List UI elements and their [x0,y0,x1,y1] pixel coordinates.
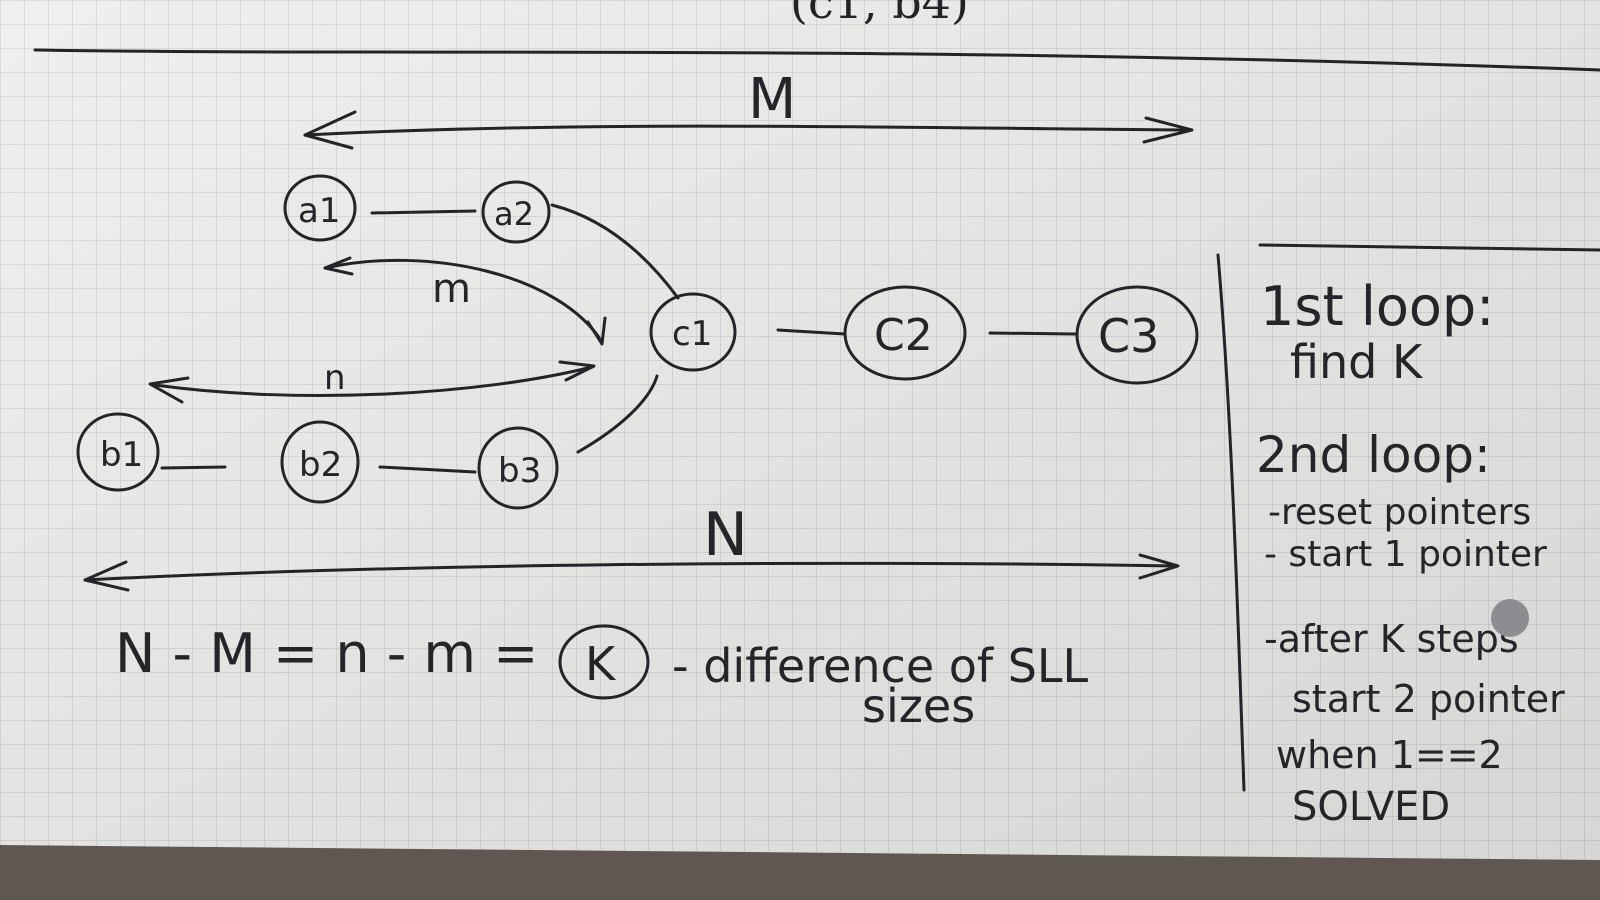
arrow-M-left-head [303,110,357,150]
arrow-n-left-head [148,376,190,404]
arrow-m-left-head [323,256,354,276]
formula-desc-line1: - difference of SLL [672,639,1089,693]
loop1-title: 1st loop: [1260,275,1494,338]
node-b1: b1 [76,412,160,492]
edge-b1-b2 [160,465,227,470]
notes-top-rule [1258,243,1600,252]
arrow-m-right-head [586,316,607,346]
node-a2: a2 [481,180,551,244]
loop1-body: find K [1290,335,1424,389]
note-line-5: when 1==2 [1276,733,1503,777]
arrow-N-right-head [1138,553,1180,580]
arrow-n-right-head [558,360,596,382]
note-line-2: - start 1 pointer [1264,534,1547,575]
node-b3-label: b3 [498,451,541,491]
edge-a1-a2 [370,209,477,215]
arrow-n-line [153,365,594,397]
node-c2: C2 [843,285,967,381]
loop2-title: 2nd loop: [1256,426,1491,484]
edge-c1-c2 [776,328,847,336]
node-b2: b2 [280,420,360,504]
arrow-M-right-head [1142,116,1194,144]
node-c3-label: C3 [1098,309,1159,363]
note-line-1: -reset pointers [1268,492,1531,533]
node-c1: c1 [649,292,737,372]
arrow-N-left-head [83,560,130,592]
formula-desc-line2: sizes [862,679,975,733]
edge-b3-c1 [576,374,659,454]
ink-smudge [1491,599,1529,637]
label-N: N [703,500,748,570]
node-b2-label: b2 [299,445,342,485]
label-n: n [324,358,346,398]
label-m: m [432,266,471,312]
edge-c2-c3 [988,331,1077,336]
notes-divider [1216,253,1246,792]
notes-panel: 1st loop: find K 2nd loop: -reset pointe… [1256,275,1565,830]
note-line-4: start 2 pointer [1292,677,1565,721]
node-c3: C3 [1075,285,1199,385]
arrow-m-line [323,258,604,344]
top-fragment-text: (c1, b4) [790,0,969,29]
node-a1: a1 [283,174,357,242]
node-b1-label: b1 [100,435,143,475]
node-c1-label: c1 [672,314,712,354]
note-line-6: SOLVED [1292,784,1450,830]
edge-b2-b3 [378,465,477,474]
node-c2-label: C2 [874,310,933,361]
arrow-N-line [83,561,1178,582]
label-M: M [748,67,796,132]
paper-sheet [0,0,1600,860]
arrow-M-line [303,124,1192,137]
node-a1-label: a1 [298,191,340,231]
edge-a2-c1 [550,203,680,300]
formula-k: K [585,637,617,691]
node-b3: b3 [477,426,559,510]
formula-lhs: N - M = n - m = [115,622,538,685]
node-a2-label: a2 [494,195,534,233]
note-line-3: -after K steps [1264,617,1519,661]
top-rule [33,48,1600,72]
k-circle: K [558,624,650,700]
